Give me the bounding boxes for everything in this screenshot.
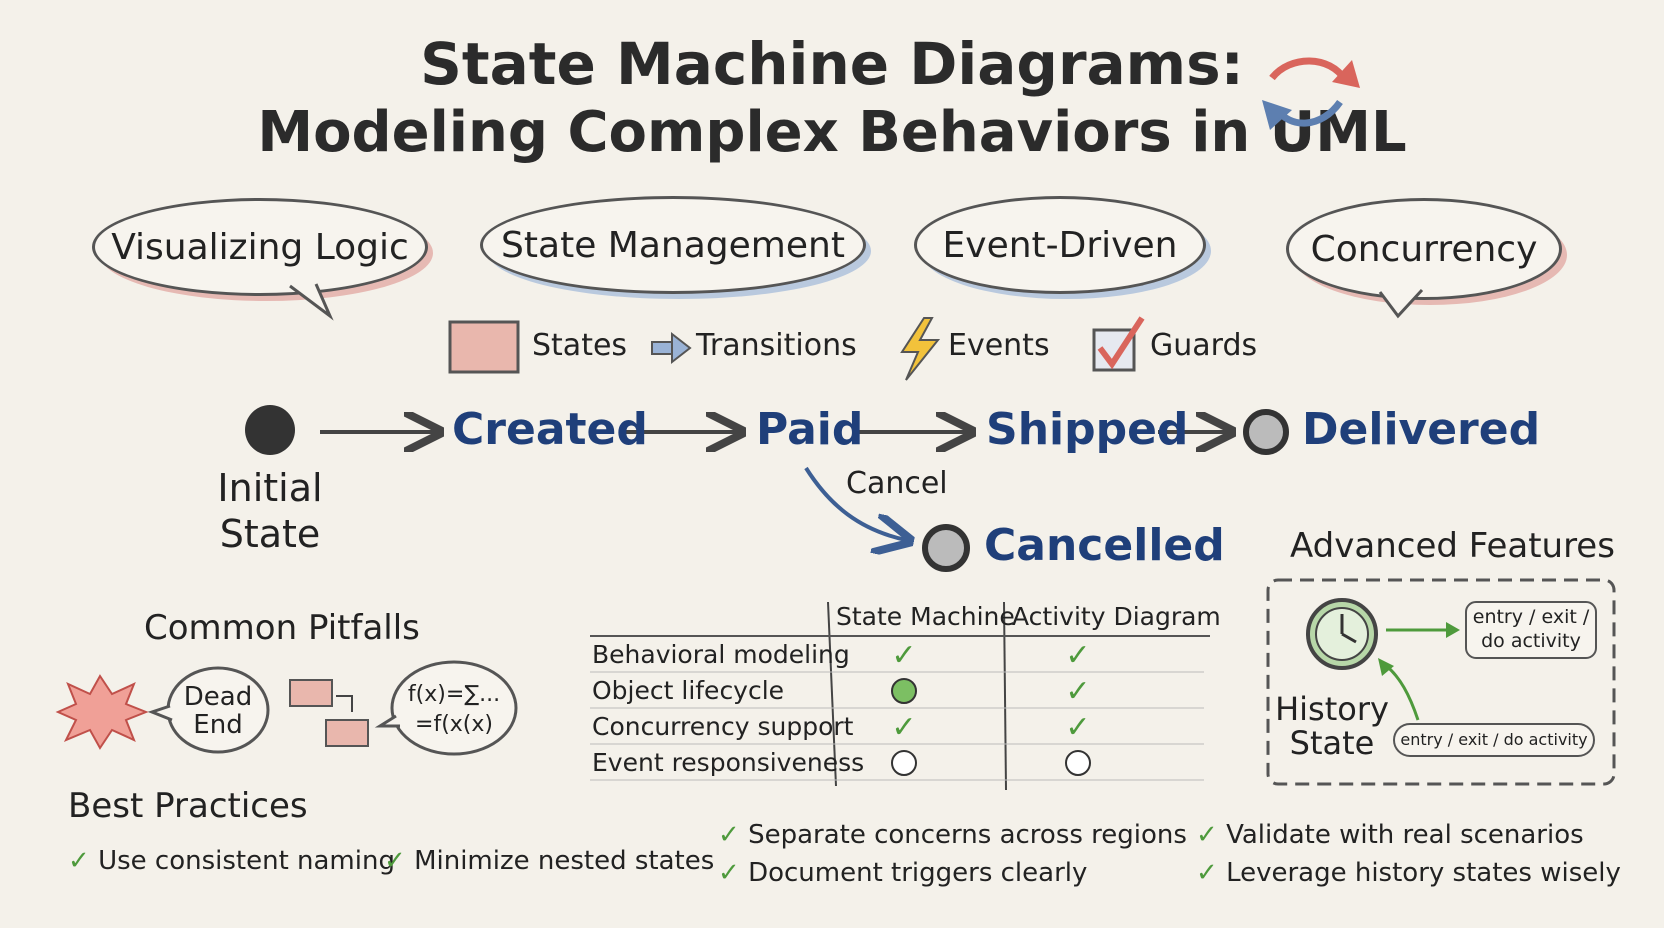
entry-exit-box-text-1: entry / exit / xyxy=(1472,606,1590,628)
check-icon: ✓ xyxy=(1065,674,1091,709)
table-row-label: Event responsiveness xyxy=(592,748,865,777)
check-icon: ✓ xyxy=(718,858,740,888)
empty-circle-icon xyxy=(888,746,920,778)
check-icon: ✓ xyxy=(1196,858,1218,888)
bubble-concurrency: Concurrency xyxy=(1286,198,1562,300)
lightning-icon xyxy=(900,317,941,381)
initial-state-label-1: Initial xyxy=(217,466,323,510)
best-practice-item: ✓ Document triggers clearly xyxy=(718,858,1087,888)
bubble-event-driven: Event-Driven xyxy=(914,196,1206,294)
page-title: State Machine Diagrams: xyxy=(420,30,1244,98)
best-practice-item: ✓ Validate with real scenarios xyxy=(1196,820,1584,850)
history-state-label-2: State xyxy=(1289,724,1375,762)
best-practice-text: Separate concerns across regions xyxy=(748,820,1187,850)
history-state-label-1: History xyxy=(1275,690,1389,728)
best-practice-text: Minimize nested states xyxy=(414,846,715,876)
entry-exit-box-text-2: do activity xyxy=(1481,630,1581,652)
delivered-final-node xyxy=(1243,409,1289,455)
transition-arrow-icon xyxy=(651,331,692,365)
best-practice-item: ✓ Use consistent naming xyxy=(68,846,395,876)
col-activity-diagram: Activity Diagram xyxy=(1012,602,1221,631)
check-icon: ✓ xyxy=(1196,820,1218,850)
check-icon: ✓ xyxy=(384,846,406,876)
empty-circle-icon xyxy=(1062,746,1094,778)
bubble-visualizing-logic: Visualizing Logic xyxy=(92,198,428,296)
check-icon: ✓ xyxy=(1065,638,1091,673)
cancel-transition-label: Cancel xyxy=(846,466,948,501)
bubble-state-management: State Management xyxy=(480,196,866,294)
best-practice-text: Leverage history states wisely xyxy=(1226,858,1621,888)
state-shipped: Shipped xyxy=(986,404,1189,455)
legend-states: States xyxy=(532,328,628,363)
legend-transitions: Transitions xyxy=(696,328,857,363)
formula-text-2: =f(x(x) xyxy=(415,712,493,737)
best-practices-heading: Best Practices xyxy=(68,786,308,826)
best-practice-text: Validate with real scenarios xyxy=(1226,820,1584,850)
checkbox-icon xyxy=(1092,316,1145,372)
nested-state-icon xyxy=(289,679,333,707)
entry-exit-pill-text: entry / exit / do activity xyxy=(1400,730,1588,749)
initial-state-node xyxy=(245,405,295,455)
best-practice-text: Use consistent naming xyxy=(98,846,395,876)
legend-events: Events xyxy=(948,328,1050,363)
col-state-machine: State Machine xyxy=(836,602,1015,631)
best-practice-item: ✓ Leverage history states wisely xyxy=(1196,858,1621,888)
state-swatch-icon xyxy=(448,320,520,374)
formula-text-1: f(x)=∑... xyxy=(407,682,501,707)
cancelled-final-node xyxy=(922,524,970,572)
best-practice-item: ✓ Separate concerns across regions xyxy=(718,820,1187,850)
formula-bubble xyxy=(390,660,518,756)
check-icon: ✓ xyxy=(718,820,740,850)
check-icon: ✓ xyxy=(891,638,917,673)
best-practice-text: Document triggers clearly xyxy=(748,858,1088,888)
state-created: Created xyxy=(452,404,648,455)
state-delivered: Delivered xyxy=(1302,404,1541,455)
table-row-label: Object lifecycle xyxy=(592,676,785,705)
burst-icon xyxy=(55,674,149,750)
dead-end-label-2: End xyxy=(193,710,243,740)
pitfalls-heading: Common Pitfalls xyxy=(144,608,420,648)
legend-guards: Guards xyxy=(1150,328,1258,363)
state-cancelled: Cancelled xyxy=(984,520,1225,571)
initial-state-label-2: State xyxy=(219,512,321,556)
filled-circle-icon xyxy=(888,674,920,706)
page-subtitle: Modeling Complex Behaviors in UML xyxy=(257,100,1407,165)
table-row-label: Concurrency support xyxy=(592,712,854,741)
clock-icon xyxy=(1306,598,1378,670)
table-row-label: Behavioral modeling xyxy=(592,640,850,669)
best-practice-item: ✓ Minimize nested states xyxy=(384,846,714,876)
dead-end-label-1: Dead xyxy=(183,682,253,712)
check-icon: ✓ xyxy=(891,710,917,745)
check-icon: ✓ xyxy=(1065,710,1091,745)
state-paid: Paid xyxy=(756,404,864,455)
check-icon: ✓ xyxy=(68,846,90,876)
advanced-heading: Advanced Features xyxy=(1290,526,1615,566)
